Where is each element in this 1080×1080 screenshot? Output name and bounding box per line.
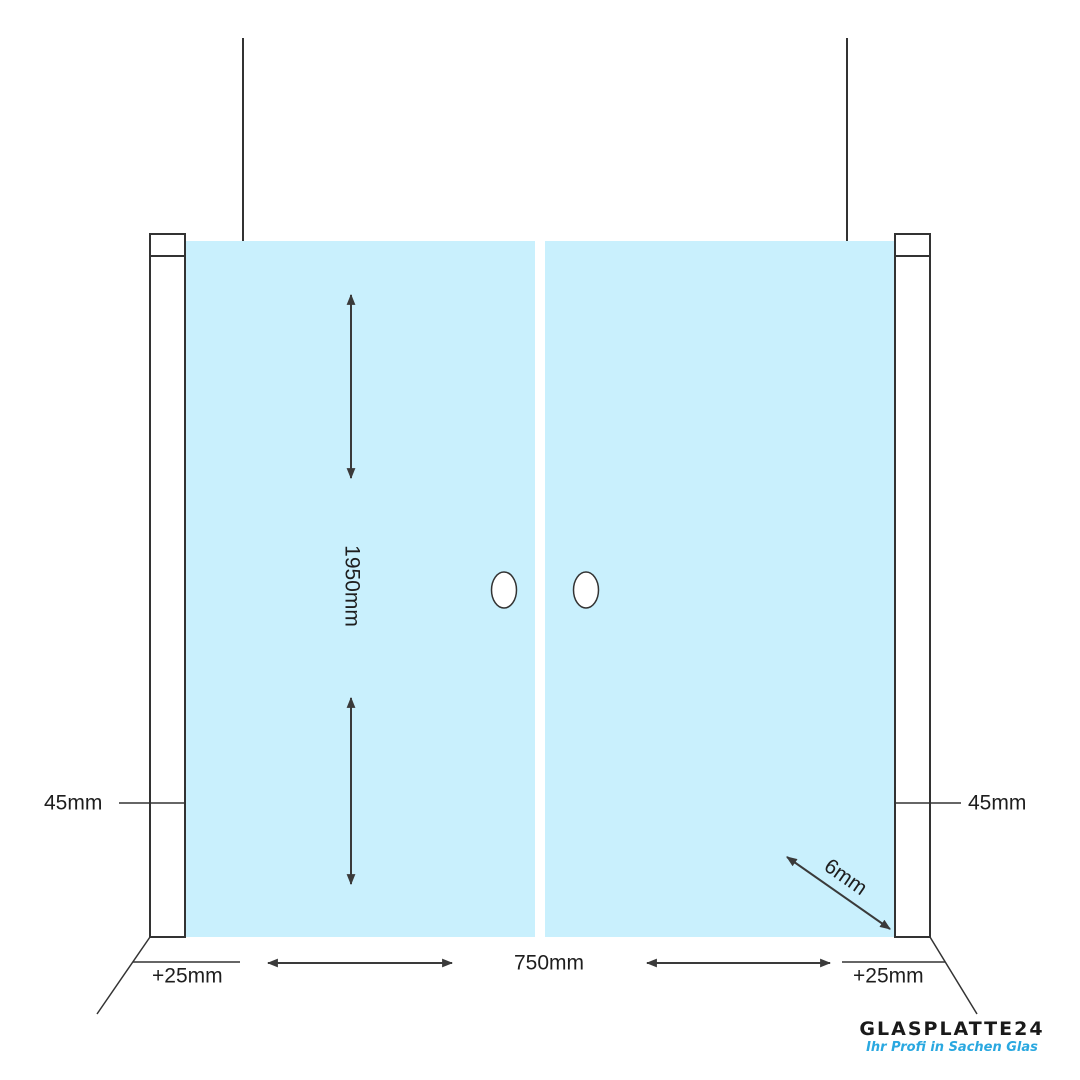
right-handle-hole (572, 571, 600, 609)
left-wall-profile (149, 233, 186, 938)
height-label: 1950mm (340, 545, 363, 627)
right-glass-panel (545, 241, 895, 937)
left-overlap-label: +25mm (152, 965, 223, 988)
left-profile-label: 45mm (44, 792, 102, 815)
brand-slogan: Ihr Profi in Sachen Glas (866, 1040, 1038, 1055)
thickness-arrow (786, 856, 891, 930)
brand-name: GLASPLATTE24 (859, 1018, 1045, 1040)
left-floor-line (96, 936, 151, 1015)
left-handle-hole (490, 571, 518, 609)
width-label: 750mm (514, 952, 584, 975)
right-floor-line (929, 936, 978, 1015)
right-overlap-label: +25mm (853, 965, 924, 988)
left-profile-marker (119, 787, 186, 820)
brand-logo: GLASPLATTE24 Ihr Profi in Sachen Glas (852, 1018, 1052, 1056)
right-profile-label: 45mm (968, 792, 1026, 815)
left-glass-panel (185, 241, 535, 937)
right-profile-marker (894, 787, 961, 820)
right-wall-profile (894, 233, 931, 938)
